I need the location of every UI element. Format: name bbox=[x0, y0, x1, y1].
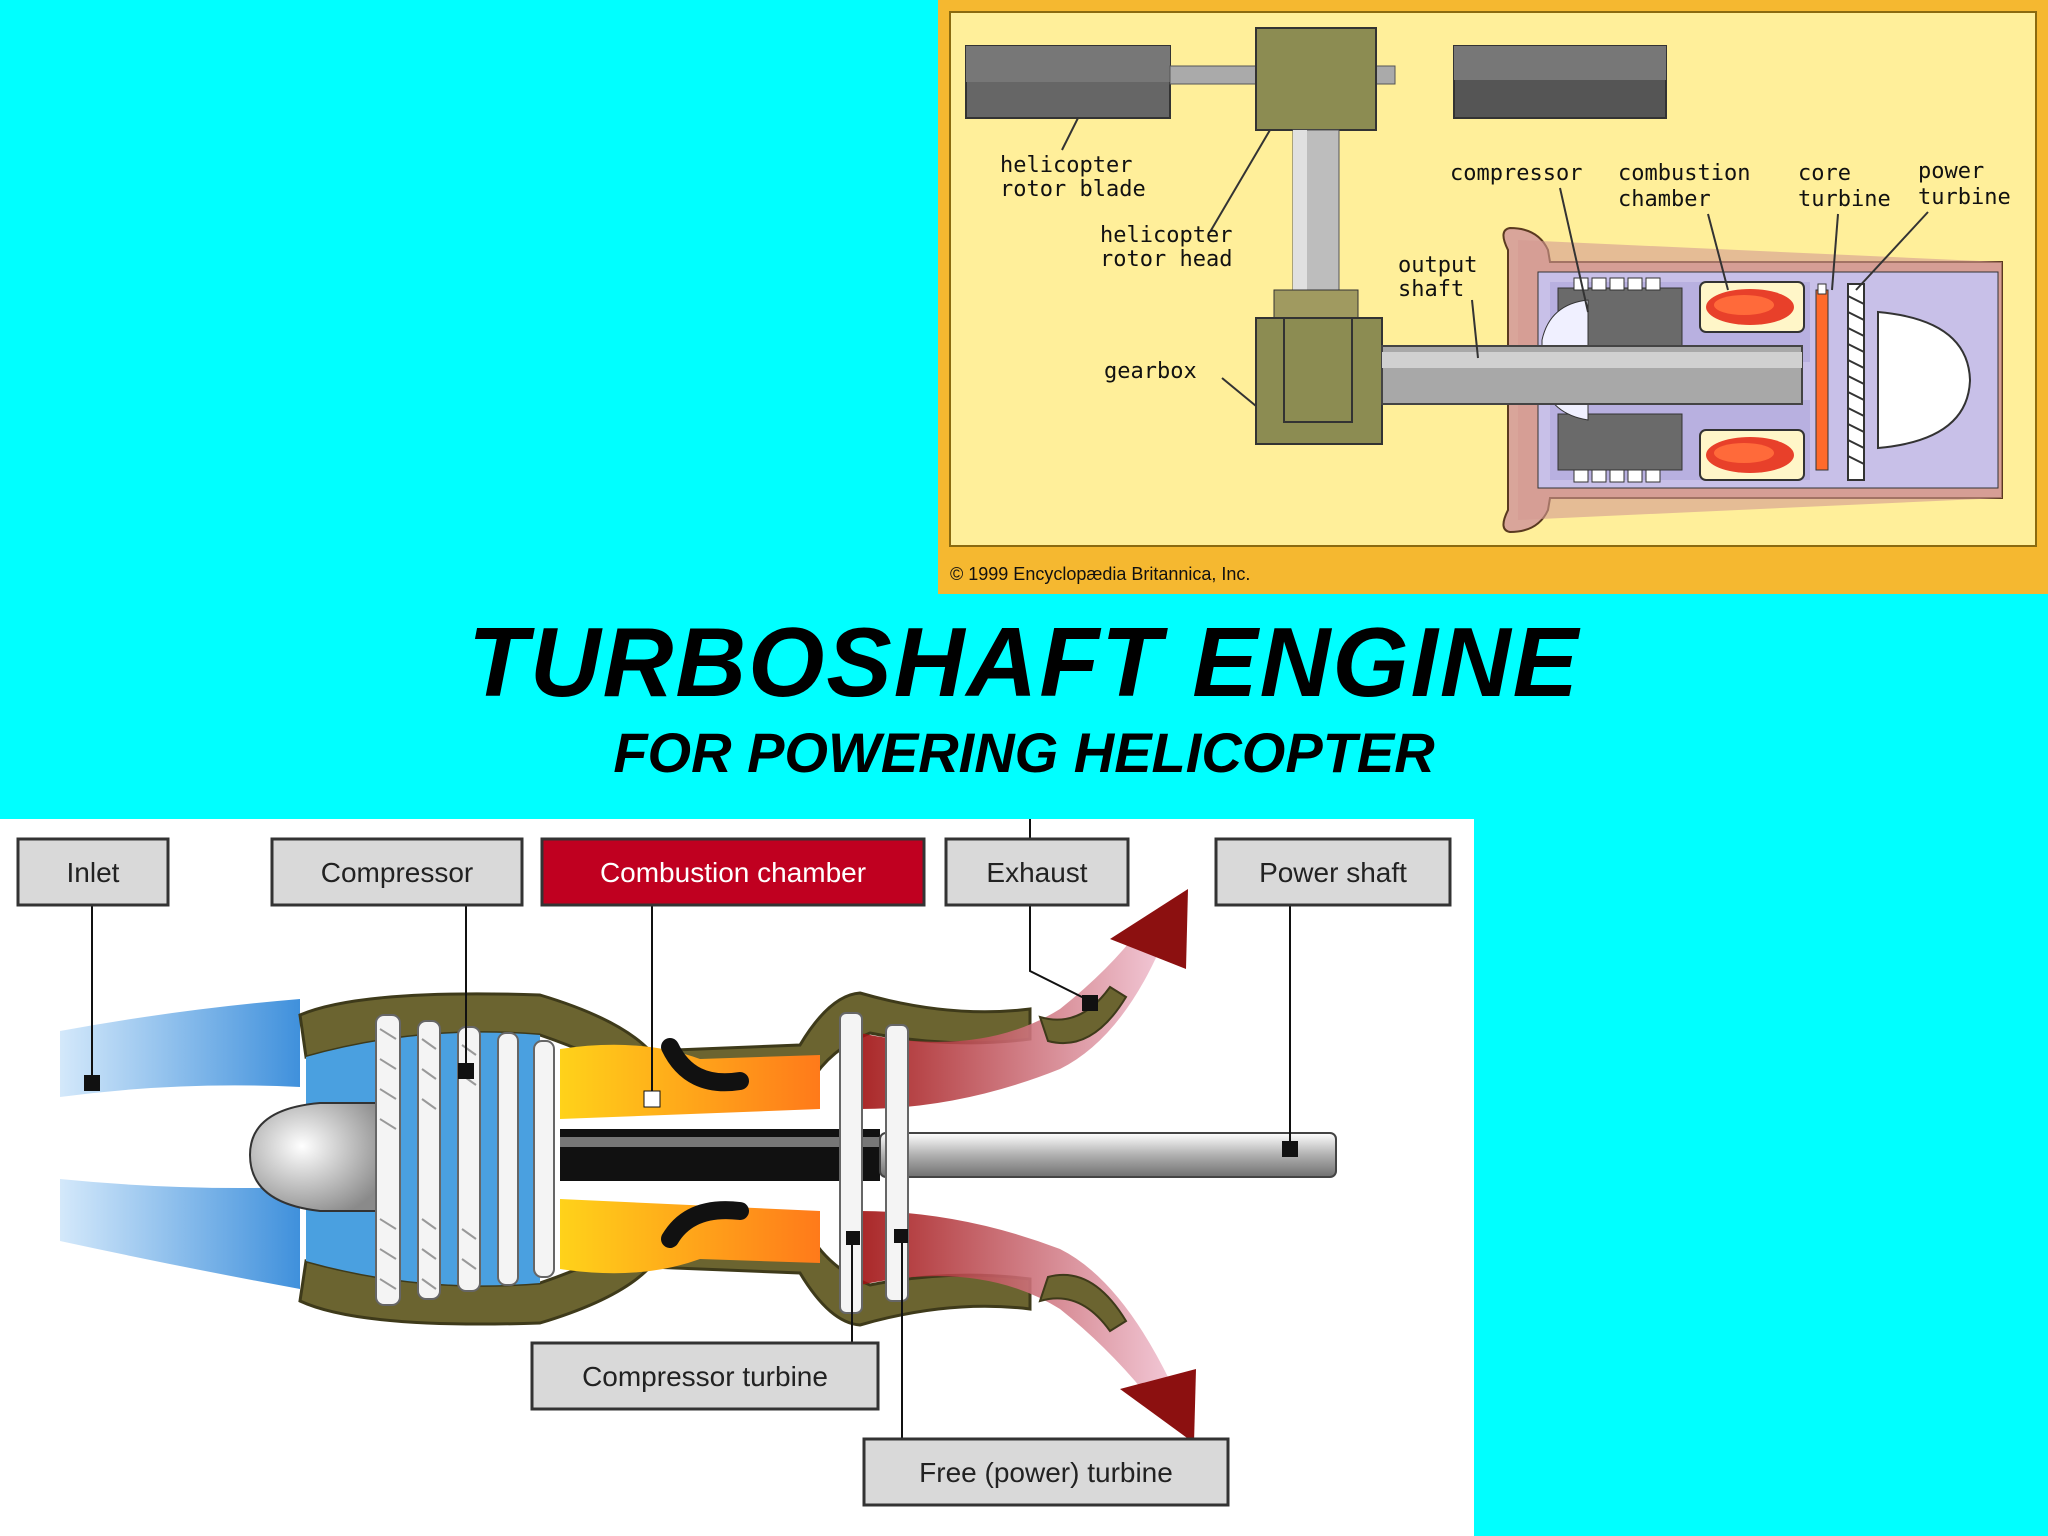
label-rotor-head-1: helicopter bbox=[1100, 223, 1232, 248]
inlet-nose-cone bbox=[248, 1102, 381, 1212]
label-rotor-head-2: rotor head bbox=[1100, 247, 1232, 272]
label-free-turbine: Free (power) turbine bbox=[862, 1437, 1230, 1507]
exhaust-cone bbox=[1877, 310, 1972, 450]
label-compressor: compressor bbox=[1450, 161, 1582, 186]
copyright-text: © 1999 Encyclopædia Britannica, Inc. bbox=[950, 564, 1250, 584]
label-combustion-chamber: Combustion chamber bbox=[540, 837, 926, 907]
label-inlet: Inlet bbox=[16, 837, 170, 907]
label-power-turbine-2: turbine bbox=[1918, 185, 2011, 210]
combustion-chamber-upper bbox=[1699, 281, 1805, 333]
label-output-shaft-1: output bbox=[1398, 253, 1477, 278]
label-rotor-blade-1: helicopter bbox=[1000, 153, 1132, 178]
page-subtitle: FOR POWERING HELICOPTER bbox=[613, 721, 1435, 784]
label-gearbox: gearbox bbox=[1104, 359, 1197, 384]
label-compressor-text: Compressor bbox=[321, 857, 473, 888]
compressor-lower bbox=[1557, 413, 1683, 483]
core-turbine bbox=[1815, 283, 1829, 471]
exhaust-marker bbox=[1082, 995, 1098, 1011]
label-output-shaft-2: shaft bbox=[1398, 277, 1464, 302]
inlet-marker bbox=[84, 1075, 100, 1091]
label-power-turbine-1: power bbox=[1918, 159, 1984, 184]
label-combustion-chamber-text: Combustion chamber bbox=[600, 857, 866, 888]
label-rotor-blade-2: rotor blade bbox=[1000, 177, 1146, 202]
power-shaft bbox=[879, 1132, 1337, 1178]
free-turbine-marker bbox=[894, 1229, 908, 1243]
label-compressor-turbine: Compressor turbine bbox=[530, 1341, 880, 1411]
label-power-shaft-text: Power shaft bbox=[1259, 857, 1407, 888]
free-power-turbine-rotor bbox=[885, 1024, 909, 1302]
label-exhaust: Exhaust bbox=[944, 837, 1130, 907]
fuel-injector-lower bbox=[661, 1201, 749, 1248]
compressor-turbine-marker bbox=[846, 1231, 860, 1245]
label-free-turbine-text: Free (power) turbine bbox=[919, 1457, 1173, 1488]
label-compressor-turbine-text: Compressor turbine bbox=[582, 1361, 828, 1392]
label-inlet-text: Inlet bbox=[67, 857, 120, 888]
compressor-blade-texture bbox=[379, 1028, 477, 1290]
pointer-lines bbox=[91, 819, 1291, 1443]
exhaust-arrow-upper bbox=[1110, 889, 1188, 969]
label-power-shaft: Power shaft bbox=[1214, 837, 1452, 907]
turboshaft-cutaway-diagram: Inlet Compressor Combustion chamber Exha… bbox=[0, 819, 1474, 1536]
fuel-injector-upper bbox=[661, 1038, 749, 1092]
gearbox bbox=[1255, 289, 1383, 445]
exhaust-flow-upper bbox=[860, 929, 1160, 1109]
compressor-stages bbox=[375, 1014, 555, 1306]
core-shaft bbox=[560, 1129, 880, 1181]
label-combustion-2: chamber bbox=[1618, 187, 1711, 212]
compressor-marker bbox=[458, 1063, 474, 1079]
page-title: TURBOSHAFT ENGINE bbox=[468, 607, 1580, 717]
turboshaft-schematic-diagram: helicopter rotor blade helicopter rotor … bbox=[938, 0, 2048, 594]
power-turbine bbox=[1847, 283, 1865, 481]
inlet-airflow-upper bbox=[60, 999, 300, 1097]
inlet-airflow-lower bbox=[60, 1179, 300, 1289]
rotor-head bbox=[1255, 27, 1377, 131]
rotor-blade-right bbox=[1453, 45, 1667, 119]
exhaust-arrow-lower bbox=[1120, 1369, 1196, 1443]
label-compressor: Compressor bbox=[270, 837, 524, 907]
leader-lines bbox=[1061, 117, 1929, 407]
combustion-marker bbox=[643, 1090, 661, 1108]
combustion-chamber-lower bbox=[1699, 429, 1805, 481]
power-shaft-marker bbox=[1282, 1141, 1298, 1157]
rotor-blade-left bbox=[965, 45, 1171, 119]
label-core-turbine-1: core bbox=[1798, 161, 1851, 186]
exhaust-flow-lower bbox=[860, 1211, 1170, 1399]
label-core-turbine-2: turbine bbox=[1798, 187, 1891, 212]
combustion-flame-lower bbox=[560, 1199, 820, 1274]
label-combustion-1: combustion bbox=[1618, 161, 1750, 186]
label-exhaust-text: Exhaust bbox=[986, 857, 1087, 888]
